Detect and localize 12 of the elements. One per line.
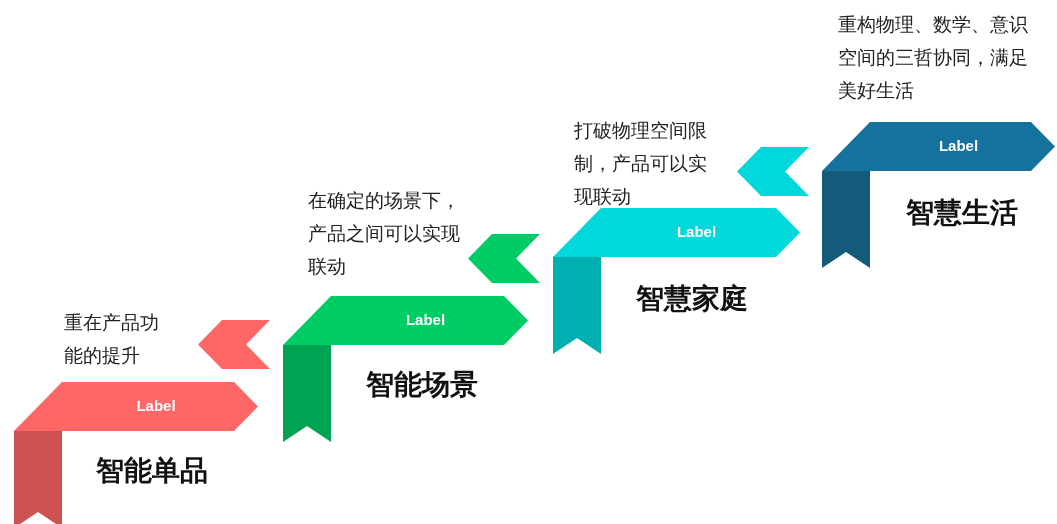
banner-label: Label	[675, 223, 718, 240]
banner-label: Label	[135, 397, 177, 414]
stage-description: 重构物理、数学、意识空间的三哲协同，满足美好生活	[838, 12, 1029, 103]
stage-description: 重在产品功能的提升	[64, 310, 160, 368]
banner-label: Label	[404, 311, 447, 328]
stage-description: 在确定的场景下，产品之间可以实现联动	[308, 188, 461, 279]
stage-title: 智慧生活	[906, 195, 1018, 231]
stage-title: 智能场景	[366, 367, 478, 403]
banner-label: Label	[937, 137, 980, 154]
stage-title: 智能单品	[96, 453, 208, 489]
stage-description: 打破物理空间限制，产品可以实现联动	[574, 118, 708, 209]
stage-title: 智慧家庭	[636, 281, 748, 317]
